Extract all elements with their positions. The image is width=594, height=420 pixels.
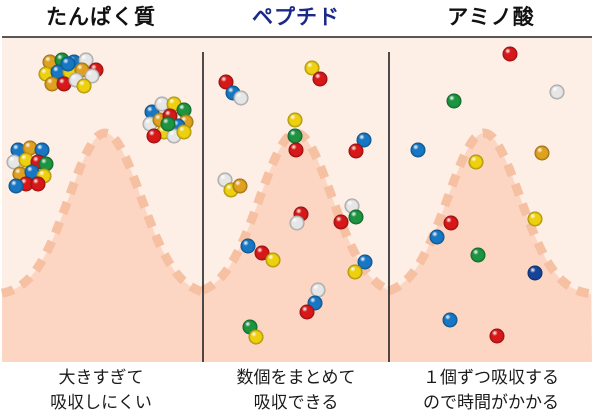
peptide-ball bbox=[288, 142, 304, 158]
protein-cluster-3-ball bbox=[22, 140, 38, 156]
protein-cluster-3-ball bbox=[24, 164, 40, 180]
amino-acid-ball bbox=[549, 84, 565, 100]
amino-acid-ball bbox=[429, 229, 445, 245]
amino-acid-ball bbox=[410, 142, 426, 158]
peptide-ball bbox=[289, 215, 305, 231]
amino-acid-ball bbox=[470, 247, 486, 263]
amino-acid-ball bbox=[446, 93, 462, 109]
panel-3-intestine-wall bbox=[389, 133, 592, 362]
amino-acid-ball bbox=[502, 46, 518, 62]
peptide-ball bbox=[299, 304, 315, 320]
peptide-ball bbox=[233, 90, 249, 106]
peptide-ball bbox=[254, 245, 270, 261]
peptide-ball bbox=[218, 74, 234, 90]
panel-2-caption-line-1: 数個をまとめて bbox=[236, 368, 356, 388]
panel-2-title: ペプチド bbox=[252, 5, 340, 29]
peptide-ball bbox=[348, 209, 364, 225]
panel-3-caption-line-2: ので時間がかかる bbox=[423, 393, 559, 413]
peptide-ball bbox=[347, 264, 363, 280]
peptide-ball bbox=[304, 60, 320, 76]
panel-1-intestine-wall bbox=[2, 133, 203, 362]
amino-acid-ball bbox=[489, 328, 505, 344]
panel-1-dashed-membrane bbox=[0, 128, 204, 298]
panel-2-caption-line-2: 吸収できる bbox=[253, 393, 339, 413]
panel-2-caption: 数個をまとめて 吸収できる bbox=[204, 366, 388, 416]
protein-cluster-1-ball bbox=[60, 56, 76, 72]
peptide-ball bbox=[240, 238, 256, 254]
protein-cluster-3-ball bbox=[8, 178, 24, 194]
protein-cluster-3-ball bbox=[30, 176, 46, 192]
protein-cluster-3-ball bbox=[38, 156, 54, 172]
panel-2-intestine-wall bbox=[203, 133, 389, 362]
amino-acid-ball bbox=[442, 312, 458, 328]
panel-1-title: たんぱく質 bbox=[46, 5, 156, 29]
protein-cluster-1-ball bbox=[44, 76, 60, 92]
protein-cluster-3-ball bbox=[6, 154, 22, 170]
panel-1-caption-line-2: 吸収しにくい bbox=[50, 393, 152, 413]
panel-3-title: アミノ酸 bbox=[447, 5, 535, 29]
peptide-ball bbox=[287, 128, 303, 144]
panel-1-caption: 大きすぎて 吸収しにくい bbox=[2, 366, 200, 416]
protein-cluster-1-ball bbox=[56, 76, 72, 92]
protein-cluster-2-ball bbox=[160, 116, 176, 132]
protein-cluster-3-ball bbox=[34, 142, 50, 158]
protein-cluster-3-ball bbox=[18, 152, 34, 168]
panel-2-dashed-membrane bbox=[201, 128, 391, 295]
peptide-ball bbox=[357, 254, 373, 270]
peptide-ball bbox=[356, 132, 372, 148]
peptide-ball bbox=[265, 252, 281, 268]
peptide-ball bbox=[333, 214, 349, 230]
amino-acid-ball bbox=[443, 215, 459, 231]
amino-acid-ball bbox=[527, 211, 543, 227]
protein-cluster-1-ball bbox=[84, 68, 100, 84]
protein-cluster-2-ball bbox=[176, 102, 192, 118]
peptide-ball bbox=[248, 329, 264, 345]
panel-3-caption-line-1: １個ずつ吸収する bbox=[423, 368, 559, 388]
amino-acid-ball bbox=[527, 265, 543, 281]
peptide-ball bbox=[310, 282, 326, 298]
peptide-ball bbox=[348, 143, 364, 159]
amino-acid-ball bbox=[468, 154, 484, 170]
protein-cluster-2-ball bbox=[176, 124, 192, 140]
peptide-ball bbox=[287, 112, 303, 128]
protein-cluster-1-ball bbox=[50, 64, 66, 80]
panel-3-caption: １個ずつ吸収する ので時間がかかる bbox=[390, 366, 592, 416]
protein-cluster-2-ball bbox=[146, 128, 162, 144]
panel-1-caption-line-1: 大きすぎて bbox=[58, 368, 144, 388]
protein-cluster-1-ball bbox=[42, 54, 58, 70]
peptide-ball bbox=[232, 178, 248, 194]
protein-cluster-3-ball bbox=[10, 142, 26, 158]
amino-acid-ball bbox=[534, 145, 550, 161]
peptide-ball bbox=[312, 71, 328, 87]
protein-cluster-2-ball bbox=[154, 96, 170, 112]
protein-cluster-1-ball bbox=[76, 78, 92, 94]
panel-3-dashed-membrane bbox=[387, 128, 592, 299]
